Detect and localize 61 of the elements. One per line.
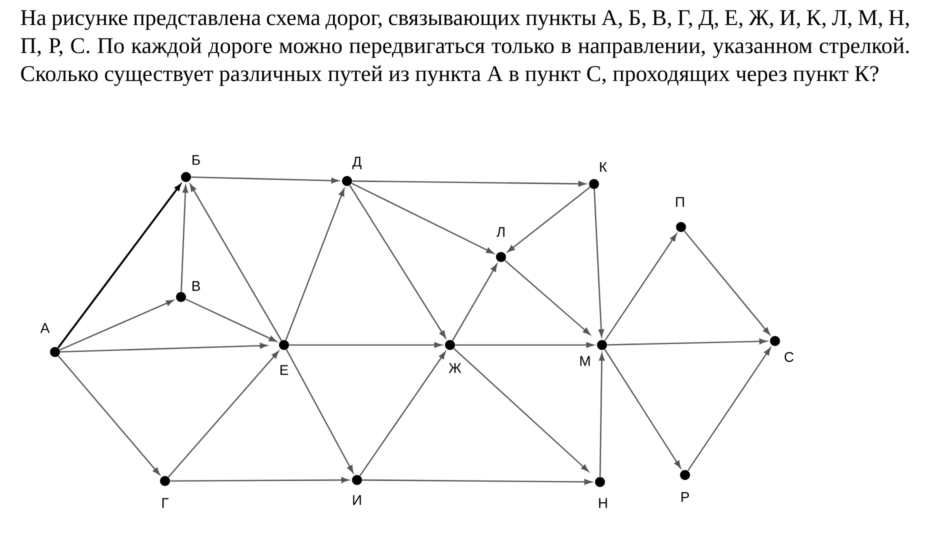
point-dot (160, 476, 170, 486)
arrow (455, 342, 594, 348)
arrow (286, 349, 354, 473)
point-dot (597, 340, 607, 350)
arrow (351, 182, 494, 254)
point-label: Б (192, 155, 200, 165)
point-label: С (784, 352, 794, 362)
point-dot (595, 477, 605, 487)
arrow (359, 352, 446, 476)
arrow (60, 342, 268, 352)
point-dot (50, 347, 60, 357)
arrow (362, 479, 592, 485)
point-label: Г (162, 498, 169, 508)
point-label: Е (280, 365, 288, 375)
point-label: И (353, 495, 361, 505)
arrow (289, 342, 442, 348)
point-label: Н (599, 498, 607, 508)
point-dot (352, 475, 362, 485)
arrow (452, 264, 498, 341)
point-label: М (580, 356, 590, 366)
point-dot (342, 176, 352, 186)
point-dot (176, 292, 186, 302)
arrow (57, 184, 181, 348)
arrow (687, 348, 771, 472)
point-label: Р (681, 492, 689, 502)
arrow (594, 189, 604, 337)
arrow (185, 298, 277, 342)
arrow (170, 477, 349, 483)
point-dot (676, 222, 686, 232)
point-label: Л (496, 227, 504, 237)
arrow (453, 348, 589, 472)
arrow (190, 184, 282, 341)
point-label: Ж (448, 363, 462, 373)
arrow (604, 349, 681, 468)
arrow (191, 176, 339, 184)
arrow (349, 185, 446, 338)
arrow (684, 230, 770, 335)
point-dot (181, 172, 191, 182)
point-dot (770, 336, 780, 346)
arrow (504, 260, 590, 335)
arrow (60, 300, 174, 351)
point-label: Д (352, 156, 362, 170)
point-dot (680, 470, 690, 480)
point-dot (279, 340, 289, 350)
point-label: А (40, 323, 50, 333)
point-dot (445, 340, 455, 350)
arrow (352, 180, 586, 187)
arrow (607, 338, 767, 346)
arrow (168, 350, 279, 478)
point-label: К (600, 162, 607, 172)
point-dot (589, 179, 599, 189)
arrow (604, 234, 677, 342)
point-label: П (676, 197, 684, 207)
point-label: В (192, 281, 200, 291)
point-dot (496, 252, 506, 262)
problem-text: На рисунке представлена схема дорог, связывающих пункты А, Б, В, Г, Д, Е, Ж, И, К, Л, М, Н, П, Р, С. По каждой дороге можно передвигаться только в направлении, указанном стрелкой. Сколько существует различных путей из пункта А в пункт С, проходящих через пункт К? (20, 10, 909, 86)
arrow (285, 188, 344, 340)
arrow (507, 186, 590, 252)
arrow (180, 185, 188, 292)
arrow (58, 356, 160, 475)
arrow (598, 353, 605, 477)
